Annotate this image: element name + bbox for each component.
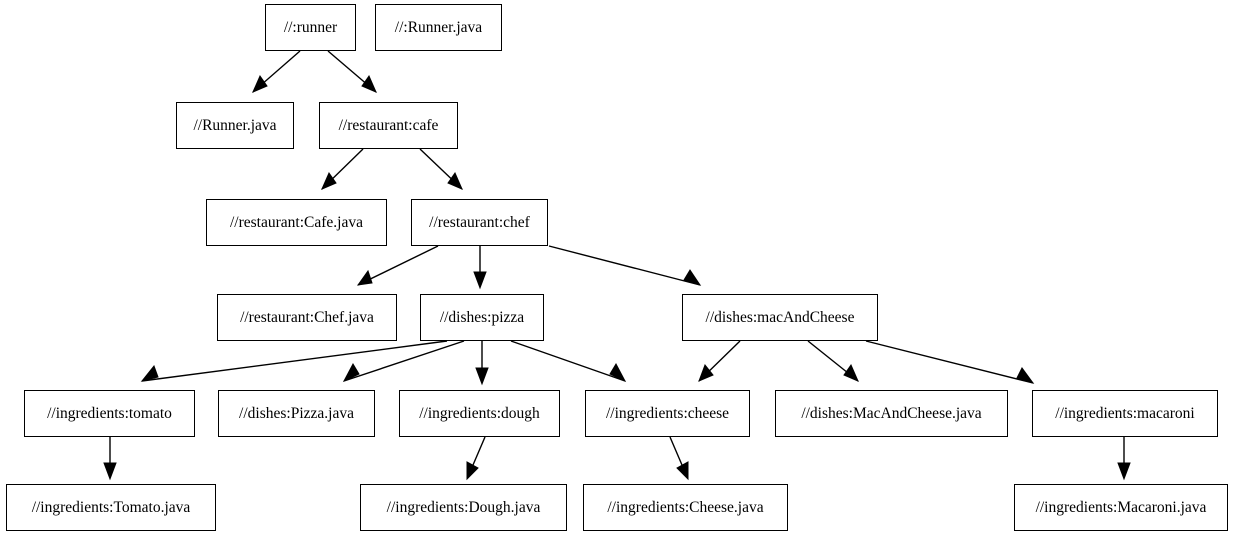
graph-node-label: //ingredients:Macaroni.java [1035,498,1207,516]
graph-node-label: //restaurant:cafe [338,116,439,134]
graph-node-label: //Runner.java [193,116,277,134]
graph-node-restaurant_cafe_java[interactable]: //restaurant:Cafe.java [206,199,387,246]
graph-node-ing_dough[interactable]: //ingredients:dough [399,390,560,437]
graph-node-ing_macaroni[interactable]: //ingredients:macaroni [1032,390,1218,437]
graph-node-ing_cheese_java[interactable]: //ingredients:Cheese.java [583,484,788,531]
graph-node-label: //ingredients:tomato [47,404,172,422]
graph-node-runner[interactable]: //:runner [265,4,356,51]
graph-node-label: //dishes:macAndCheese [705,308,855,326]
graph-node-ing_dough_java[interactable]: //ingredients:Dough.java [360,484,567,531]
graph-node-label: //ingredients:Tomato.java [31,498,191,516]
graph-node-label: //ingredients:Cheese.java [607,498,764,516]
graph-node-runner_java[interactable]: //Runner.java [176,102,294,149]
graph-node-ing_macaroni_java[interactable]: //ingredients:Macaroni.java [1014,484,1228,531]
graph-node-label: //:Runner.java [394,18,483,36]
graph-node-restaurant_chef_java[interactable]: //restaurant:Chef.java [217,294,397,341]
graph-node-ing_tomato[interactable]: //ingredients:tomato [24,390,195,437]
graph-node-label: //ingredients:dough [419,404,540,422]
graph-node-label: //ingredients:Dough.java [386,498,541,516]
graph-node-root_runner_java[interactable]: //:Runner.java [375,4,502,51]
graph-node-label: //restaurant:chef [429,213,530,231]
graph-node-label: //restaurant:Cafe.java [230,213,363,231]
graph-node-dishes_pizza[interactable]: //dishes:pizza [420,294,544,341]
graph-node-label: //dishes:Pizza.java [239,404,354,422]
graph-node-dishes_mac_java[interactable]: //dishes:MacAndCheese.java [775,390,1008,437]
graph-node-label: //ingredients:cheese [605,404,730,422]
graph-node-label: //dishes:MacAndCheese.java [801,404,982,422]
graph-node-label: //:runner [283,18,338,36]
graph-node-restaurant_chef[interactable]: //restaurant:chef [411,199,548,246]
graph-node-label: //dishes:pizza [439,308,525,326]
graph-node-dishes_macandcheese[interactable]: //dishes:macAndCheese [682,294,878,341]
graph-node-label: //ingredients:macaroni [1055,404,1195,422]
graph-node-ing_tomato_java[interactable]: //ingredients:Tomato.java [6,484,216,531]
graph-node-label: //restaurant:Chef.java [240,308,374,326]
graph-node-dishes_pizza_java[interactable]: //dishes:Pizza.java [218,390,375,437]
graph-node-ing_cheese[interactable]: //ingredients:cheese [585,390,750,437]
graph-node-restaurant_cafe[interactable]: //restaurant:cafe [319,102,458,149]
